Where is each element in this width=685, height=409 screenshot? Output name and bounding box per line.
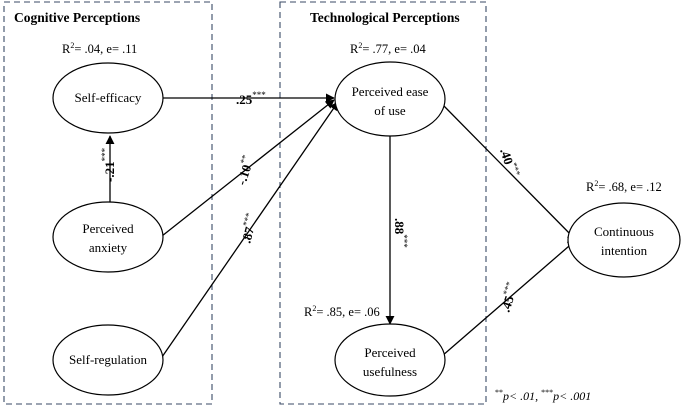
node-perceived-ease-of-use: Perceived ease of use	[334, 61, 446, 137]
coef-self-efficacy-to-ease-of-use: .25***	[236, 90, 266, 107]
path-usefulness-to-continuous-intention	[441, 239, 577, 357]
cognitive-perceptions-title: Cognitive Perceptions	[14, 10, 140, 25]
coef-ease-of-use-to-usefulness: .88***	[392, 218, 409, 248]
technological-perceptions-box	[279, 1, 487, 405]
node-self-efficacy: Self-efficacy	[52, 62, 164, 134]
ease-of-use-label-line2: of use	[374, 103, 406, 118]
node-self-regulation: Self-regulation	[52, 324, 164, 396]
node-perceived-anxiety: Perceived anxiety	[52, 201, 164, 273]
perceived-anxiety-label-line1: Perceived	[82, 221, 134, 236]
coef-anxiety-to-self-efficacy: -.21***	[100, 147, 117, 182]
ease-of-use-label-line1: Perceived ease	[352, 84, 429, 99]
continuous-intention-r2: R2= .68, e= .12	[586, 179, 662, 194]
usefulness-label-line1: Perceived	[364, 345, 416, 360]
continuous-intention-label-line1: Continuous	[594, 224, 654, 239]
continuous-intention-label-line2: intention	[601, 243, 648, 258]
ease-of-use-r2: R2= .77, e= .04	[350, 41, 426, 56]
perceived-anxiety-label-line2: anxiety	[89, 240, 128, 255]
path-self-regulation-to-ease-of-use	[161, 101, 339, 358]
coef-ease-of-use-to-continuous-intention: .40***	[497, 146, 523, 180]
technological-perceptions-title: Technological Perceptions	[310, 10, 460, 25]
significance-note: **p< .01, ***p< .001	[495, 388, 591, 403]
usefulness-label-line2: usefulness	[363, 364, 417, 379]
node-continuous-intention: Continuous intention	[567, 202, 681, 278]
path-ease-of-use-to-continuous-intention	[441, 103, 577, 241]
usefulness-r2: R2= .85, e= .06	[304, 304, 380, 319]
node-perceived-usefulness: Perceived usefulness	[334, 323, 446, 397]
coef-usefulness-to-continuous-intention: .45***	[496, 280, 522, 314]
path-anxiety-to-ease-of-use	[161, 99, 335, 237]
cognitive-perceptions-box	[3, 1, 213, 405]
self-efficacy-r2: R2= .04, e= .11	[62, 41, 137, 56]
coef-anxiety-to-ease-of-use: -.10**	[232, 153, 257, 187]
coef-self-regulation-to-ease-of-use: .87***	[236, 211, 260, 245]
self-efficacy-label: Self-efficacy	[75, 90, 142, 105]
self-regulation-label: Self-regulation	[69, 352, 147, 367]
